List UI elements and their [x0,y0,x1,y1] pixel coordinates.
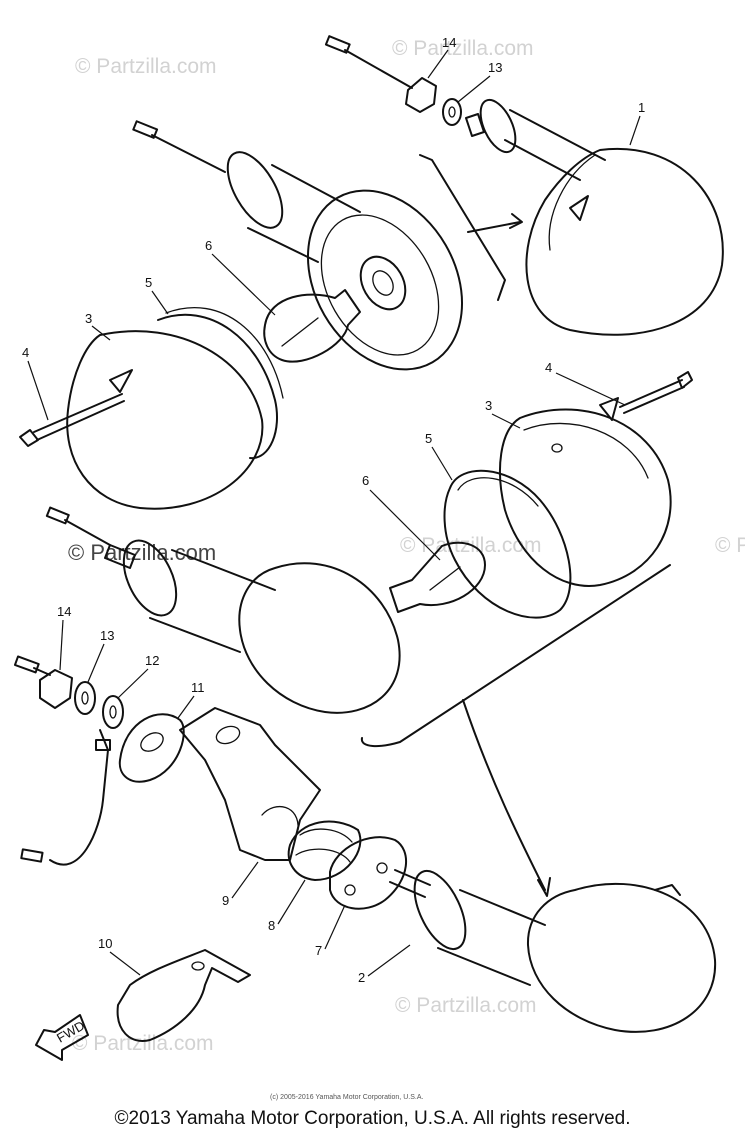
watermark: © Partzilla.com [72,1032,214,1055]
callout-13: 13 [100,628,114,643]
watermark: © Partzilla.com [715,534,745,557]
callout-12: 12 [145,653,159,668]
callout-5: 5 [145,275,152,290]
footer-copyright: ©2013 Yamaha Motor Corporation, U.S.A. A… [114,1108,631,1129]
callout-2: 2 [358,970,365,985]
callout-6: 6 [205,238,212,253]
assembly-bracket [419,154,506,301]
watermark: © Partzilla.com [75,55,217,78]
callout-11: 11 [191,680,205,695]
callout-9: 9 [222,893,229,908]
callout-4: 4 [22,345,29,360]
callout-14: 14 [57,604,71,619]
callout-8: 8 [268,918,275,933]
callout-1: 1 [638,100,645,115]
callout-14: 14 [442,35,456,50]
callout-6: 6 [362,473,369,488]
arrow-head [509,213,523,229]
callout-7: 7 [315,943,322,958]
watermark: © Partzilla.com [392,37,534,60]
flasher-exploded-middle [389,371,693,619]
callout-3: 3 [485,398,492,413]
flasher-assembly-middle [45,506,401,714]
arrow-head [537,877,551,897]
callout-3: 3 [85,311,92,326]
callouts: 14 13 1 6 5 3 4 4 3 5 6 14 13 [22,35,645,985]
watermark-strong: © Partzilla.com [68,540,216,565]
callout-13: 13 [488,60,502,75]
flasher-exploded-top [19,120,464,510]
flasher-assembly-top-right [324,35,724,336]
mounting-hardware [13,655,717,1042]
assembly-arrow [467,221,521,233]
watermark: © Partzilla.com [395,994,537,1017]
callout-10: 10 [98,936,112,951]
watermarks: © Partzilla.com © Partzilla.com © Partzi… [68,37,745,1055]
assembly-bracket [360,564,671,748]
small-copyright: (c) 2005-2016 Yamaha Motor Corporation, … [270,1094,423,1101]
callout-4: 4 [545,360,552,375]
callout-5: 5 [425,431,432,446]
assembly-arrow [462,699,546,891]
